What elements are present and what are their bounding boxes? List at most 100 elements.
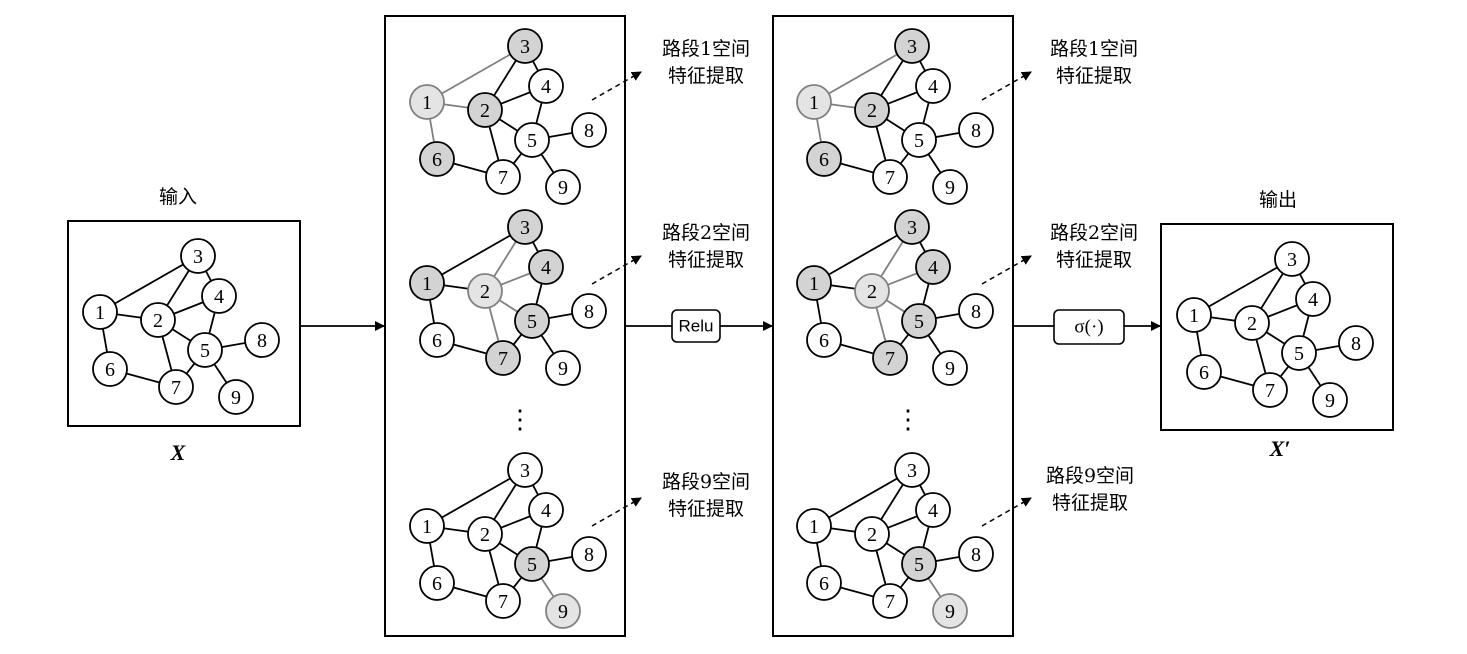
- graph-node-9: [545, 350, 581, 386]
- graph-node-label-8: 8: [971, 120, 981, 142]
- graph-node-7: [872, 340, 908, 376]
- graph-node-label-5: 5: [1294, 343, 1304, 365]
- graph-node-label-1: 1: [95, 302, 105, 324]
- graph-node-label-4: 4: [214, 286, 224, 308]
- graph-node-3: [507, 452, 543, 488]
- stage2-label-9-line2: 特征提取: [1052, 492, 1128, 514]
- stage2-label-1-line2: 特征提取: [1056, 65, 1132, 87]
- graph-node-7: [485, 159, 521, 195]
- graph-node-label-2: 2: [867, 281, 877, 303]
- graph-node-4: [528, 249, 564, 285]
- graph-node-label-2: 2: [480, 100, 490, 122]
- graph-node-3: [507, 209, 543, 245]
- graph-node-3: [894, 209, 930, 245]
- graph-node-label-5: 5: [527, 554, 537, 576]
- graph-node-8: [958, 536, 994, 572]
- graph-node-1: [796, 508, 832, 544]
- graph-node-label-4: 4: [1308, 289, 1318, 311]
- graph-node-4: [915, 249, 951, 285]
- graph-edge: [813, 469, 913, 527]
- graph-node-7: [158, 369, 194, 405]
- graph-node-label-9: 9: [1325, 390, 1335, 412]
- graph-node-6: [419, 322, 455, 358]
- graph-node-3: [1274, 241, 1310, 277]
- graph-node-5: [514, 303, 550, 339]
- graph-node-5: [901, 546, 937, 582]
- graph-node-label-6: 6: [432, 330, 442, 352]
- output-title: 输出: [1259, 189, 1297, 211]
- input-title: 输入: [159, 186, 197, 208]
- graph-node-label-1: 1: [1189, 305, 1199, 327]
- graph-node-label-1: 1: [422, 516, 432, 538]
- graph-node-label-8: 8: [584, 301, 594, 323]
- graph-node-label-4: 4: [928, 257, 938, 279]
- stage2-label-1-line1: 路段1空间: [1050, 38, 1138, 60]
- graph-node-label-3: 3: [520, 217, 530, 239]
- graph-node-label-5: 5: [527, 130, 537, 152]
- graph-node-label-1: 1: [809, 273, 819, 295]
- graph-node-label-6: 6: [819, 330, 829, 352]
- graph-node-9: [932, 169, 968, 205]
- stage2-label-2-line1: 路段2空间: [1050, 222, 1138, 244]
- graph-node-label-2: 2: [867, 100, 877, 122]
- graph-node-label-7: 7: [885, 591, 895, 613]
- graph-node-2: [467, 92, 503, 128]
- graph-node-4: [528, 492, 564, 528]
- graph-node-9: [932, 593, 968, 629]
- graph-node-8: [1338, 325, 1374, 361]
- stage1-ellipsis: ⋮: [507, 405, 533, 434]
- graph-node-2: [467, 273, 503, 309]
- graph-node-6: [92, 351, 128, 387]
- graph-node-label-3: 3: [520, 460, 530, 482]
- graph-node-6: [806, 141, 842, 177]
- graph-node-8: [244, 322, 280, 358]
- graph-node-1: [796, 265, 832, 301]
- graph-node-label-9: 9: [558, 358, 568, 380]
- graph-node-7: [485, 583, 521, 619]
- graph-node-9: [1312, 382, 1348, 418]
- graph-node-label-7: 7: [498, 348, 508, 370]
- graph-node-8: [958, 293, 994, 329]
- graph-node-3: [507, 28, 543, 64]
- graph-node-label-8: 8: [584, 120, 594, 142]
- graph-node-5: [901, 303, 937, 339]
- stage2-dashed-arrow-9: [981, 497, 1032, 527]
- graph-node-label-9: 9: [945, 177, 955, 199]
- graph-node-label-8: 8: [257, 330, 267, 352]
- graph-node-4: [1295, 281, 1331, 317]
- stage1-label-1-line1: 路段1空间: [662, 38, 750, 60]
- stage2-ellipsis: ⋮: [895, 405, 921, 434]
- graph-node-label-6: 6: [819, 149, 829, 171]
- graph-node-label-1: 1: [809, 92, 819, 114]
- stage2-dashed-arrow-1: [981, 71, 1032, 101]
- graph-edge: [426, 226, 526, 284]
- graph-edge: [99, 255, 199, 313]
- stage1-dashed-arrow-9: [591, 497, 642, 527]
- graph-node-label-2: 2: [480, 281, 490, 303]
- graph-node-label-4: 4: [541, 257, 551, 279]
- graph-node-label-6: 6: [1199, 362, 1209, 384]
- graph-node-3: [894, 452, 930, 488]
- stage1-dashed-arrow-1: [591, 71, 642, 101]
- graph-node-3: [180, 238, 216, 274]
- graph-node-label-7: 7: [885, 167, 895, 189]
- graph-node-label-9: 9: [558, 177, 568, 199]
- input-variable: X: [170, 440, 187, 465]
- graph-node-2: [1234, 305, 1270, 341]
- graph-node-6: [419, 565, 455, 601]
- graph-node-label-5: 5: [914, 311, 924, 333]
- graph-node-label-6: 6: [432, 149, 442, 171]
- graph-node-label-8: 8: [971, 301, 981, 323]
- graph-node-5: [1281, 335, 1317, 371]
- stage1-label-1-line2: 特征提取: [668, 65, 744, 87]
- graph-node-9: [932, 350, 968, 386]
- graph-node-8: [571, 536, 607, 572]
- stage2-label-2-line2: 特征提取: [1056, 249, 1132, 271]
- graph-node-2: [854, 516, 890, 552]
- graph-node-5: [514, 122, 550, 158]
- graph-node-label-6: 6: [105, 359, 115, 381]
